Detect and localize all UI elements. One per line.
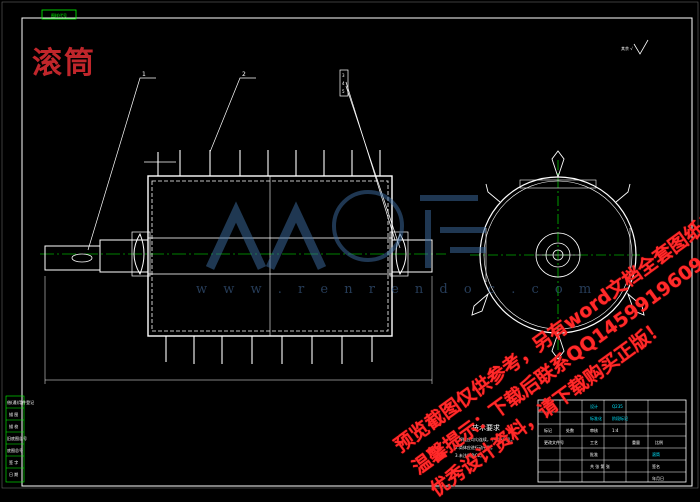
svg-text:1:4: 1:4: [612, 428, 619, 433]
svg-text:更改文件号: 更改文件号: [544, 439, 564, 445]
callout-5: 5: [342, 89, 345, 94]
svg-text:滚筒: 滚筒: [652, 451, 660, 457]
drawing-canvas: 图样代号 其余 √: [1, 1, 699, 489]
title-block: 设计 Q235 标准化 阶段标记 标记 处数 审核 1:4 更改文件号 工艺 重…: [537, 399, 687, 483]
callout-1: 1: [142, 71, 146, 78]
svg-text:年月日: 年月日: [652, 475, 664, 481]
svg-text:共 张 第 张: 共 张 第 张: [590, 463, 610, 469]
tech-req-item-2: 2.筒体应进行动平衡。: [455, 444, 495, 450]
watermark-url: w w w . r e n r e n d o c . c o m: [196, 282, 598, 297]
drum-side-view: [470, 150, 645, 360]
svg-text:Q235: Q235: [612, 404, 623, 409]
roughness-mark: 其余 √: [621, 39, 649, 55]
svg-text:比例: 比例: [655, 439, 663, 445]
svg-text:批准: 批准: [590, 451, 598, 457]
svg-text:日 期: 日 期: [9, 471, 18, 477]
svg-text:旧底图总号: 旧底图总号: [7, 435, 27, 441]
svg-text:标准化: 标准化: [590, 415, 602, 421]
svg-text:签 字: 签 字: [9, 459, 18, 465]
svg-text:阶段标记: 阶段标记: [612, 415, 628, 421]
tech-req-item-3: 3.未注倒角C1。: [455, 452, 484, 458]
top-tab-box: [41, 9, 77, 20]
svg-text:描 校: 描 校: [9, 423, 18, 429]
svg-text:设计: 设计: [590, 403, 598, 409]
svg-text:标记: 标记: [544, 427, 552, 433]
callout-3: 3: [342, 73, 345, 78]
part-callouts: 1 2 3 4 5: [87, 69, 401, 251]
callout-2: 2: [242, 71, 246, 78]
svg-text:审核: 审核: [590, 427, 598, 433]
tech-requirements: 技术要求 1.焊缝应均匀连续，不得有气孔。 2.筒体应进行动平衡。 3.未注倒角…: [455, 423, 515, 458]
svg-text:底图总号: 底图总号: [7, 447, 23, 453]
svg-text:描 图: 描 图: [9, 411, 18, 417]
drum-main-view: [40, 150, 446, 384]
svg-text:工艺: 工艺: [590, 440, 598, 445]
svg-text:处数: 处数: [566, 427, 574, 433]
top-tab-label: 图样代号: [51, 12, 67, 18]
side-strip: 借(通)用件登记 描 图 描 校 旧底图总号 底图总号 签 字 日 期: [5, 395, 34, 483]
tech-req-item-1: 1.焊缝应均匀连续，不得有气孔。: [455, 436, 515, 442]
svg-text:其余 √: 其余 √: [621, 45, 633, 51]
svg-text:签名: 签名: [652, 463, 660, 469]
callout-4: 4: [342, 81, 345, 86]
svg-text:重量: 重量: [632, 439, 640, 445]
sheet-border: [21, 17, 693, 487]
tech-req-title: 技术要求: [472, 423, 500, 432]
svg-text:借(通)用件登记: 借(通)用件登记: [7, 399, 34, 405]
outer-border: [1, 1, 699, 489]
drawing-title-stamp: 滚筒: [32, 46, 96, 81]
watermark-logo: [205, 190, 486, 270]
